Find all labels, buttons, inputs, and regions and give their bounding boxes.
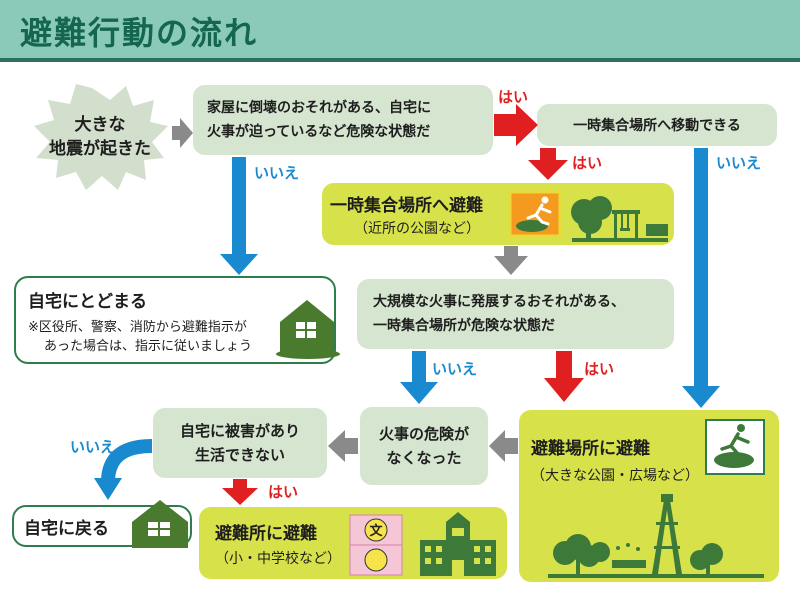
start-to-question-arrow xyxy=(172,118,193,148)
yes-to-temp-site-arrow xyxy=(494,104,538,146)
site-sign-ground xyxy=(714,452,754,468)
yes-down-to-temp-evac-arrow xyxy=(528,148,568,180)
stay-home-note-line1: ※区役所、警察、消防から避難指示が xyxy=(28,319,247,335)
temp-site-possible-text: 一時集合場所へ移動できる xyxy=(573,118,741,134)
large-fire-question: 大規模な火事に発展するおそれがある、 一時集合場所が危険な状態だ xyxy=(357,279,674,349)
temp-evac-down-arrow xyxy=(494,246,528,275)
no-right-to-evac-site-arrow xyxy=(682,148,720,408)
evacuation-site-sub: （大きな公園・広場など） xyxy=(531,468,699,484)
sign-ground xyxy=(516,220,548,232)
park-icon xyxy=(571,196,668,242)
start-line1: 大きな xyxy=(75,114,126,135)
school-sign-circle-2 xyxy=(364,548,388,572)
site-sign-runner xyxy=(720,432,750,458)
no-to-fire-gone-arrow xyxy=(400,351,438,404)
fire-danger-gone-box: 火事の危険が なくなった xyxy=(360,407,488,485)
large-fire-line2: 一時集合場所が危険な状態だ xyxy=(373,318,555,334)
shelter-sub: （小・中学校など） xyxy=(215,550,341,567)
temp-site-possible-box: 一時集合場所へ移動できる xyxy=(537,104,777,146)
no-to-return-home-arrowhead xyxy=(94,478,122,500)
no-label-1: いいえ xyxy=(254,164,299,182)
fire-danger-gone-line1: 火事の危険が xyxy=(378,425,469,443)
home-damage-line1: 自宅に被害があり xyxy=(179,422,300,440)
yes-label-2: はい xyxy=(572,154,602,172)
evacuation-site-title: 避難場所に避難 xyxy=(531,439,650,459)
sign-runner xyxy=(526,203,552,226)
evac-site-to-no-danger-arrow xyxy=(489,430,518,462)
return-home-text: 自宅に戻る xyxy=(24,518,109,539)
temp-evac-sub: （近所の公園など） xyxy=(354,220,480,237)
fire-danger-gone-line2: なくなった xyxy=(386,449,462,467)
no-danger-to-damage-arrow xyxy=(328,430,358,462)
stay-home-title: 自宅にとどまる xyxy=(28,291,147,312)
fire-danger-line1: 家屋に倒壊のおそれがある、自宅に xyxy=(207,100,431,116)
fire-danger-line2: 火事が迫っているなど危険な状態だ xyxy=(207,124,431,140)
park-scene-icon xyxy=(548,494,764,578)
no-to-return-home-arrow xyxy=(101,439,153,483)
yes-to-shelter-arrow xyxy=(222,479,258,505)
return-house-icon xyxy=(132,500,188,548)
yes-to-evac-site-arrow xyxy=(544,351,584,402)
fire-danger-question: 家屋に倒壊のおそれがある、自宅に 火事が迫っているなど危険な状態だ xyxy=(193,85,493,155)
start-line2: 地震が起きた xyxy=(49,138,151,159)
sign-head xyxy=(541,196,549,204)
large-fire-line1: 大規模な火事に発展するおそれがある、 xyxy=(373,294,625,310)
yes-label-3: はい xyxy=(584,360,614,378)
no-label-3: いいえ xyxy=(432,360,477,378)
yes-label-4: はい xyxy=(268,483,298,501)
school-sign-char: 文 xyxy=(369,523,383,539)
no-to-stay-home-arrow xyxy=(220,157,258,275)
school-sign-circle xyxy=(364,518,388,542)
earthquake-starburst xyxy=(34,84,168,190)
no-label-4: いいえ xyxy=(70,438,115,456)
school-windows xyxy=(425,528,491,576)
page-title: 避難行動の流れ xyxy=(20,14,259,52)
site-sign-head xyxy=(737,424,745,432)
home-damage-line2: 生活できない xyxy=(194,446,285,464)
temp-evac-title: 一時集合場所へ避難 xyxy=(330,195,483,216)
shelter-title: 避難所に避難 xyxy=(215,523,317,544)
home-damage-question: 自宅に被害があり 生活できない xyxy=(153,408,327,478)
house-icon xyxy=(276,300,340,359)
yes-label-1: はい xyxy=(498,88,528,106)
stay-home-note-line2: あった場合は、指示に従いましょう xyxy=(44,338,253,354)
title-bar xyxy=(0,0,800,62)
no-label-2: いいえ xyxy=(716,154,761,172)
